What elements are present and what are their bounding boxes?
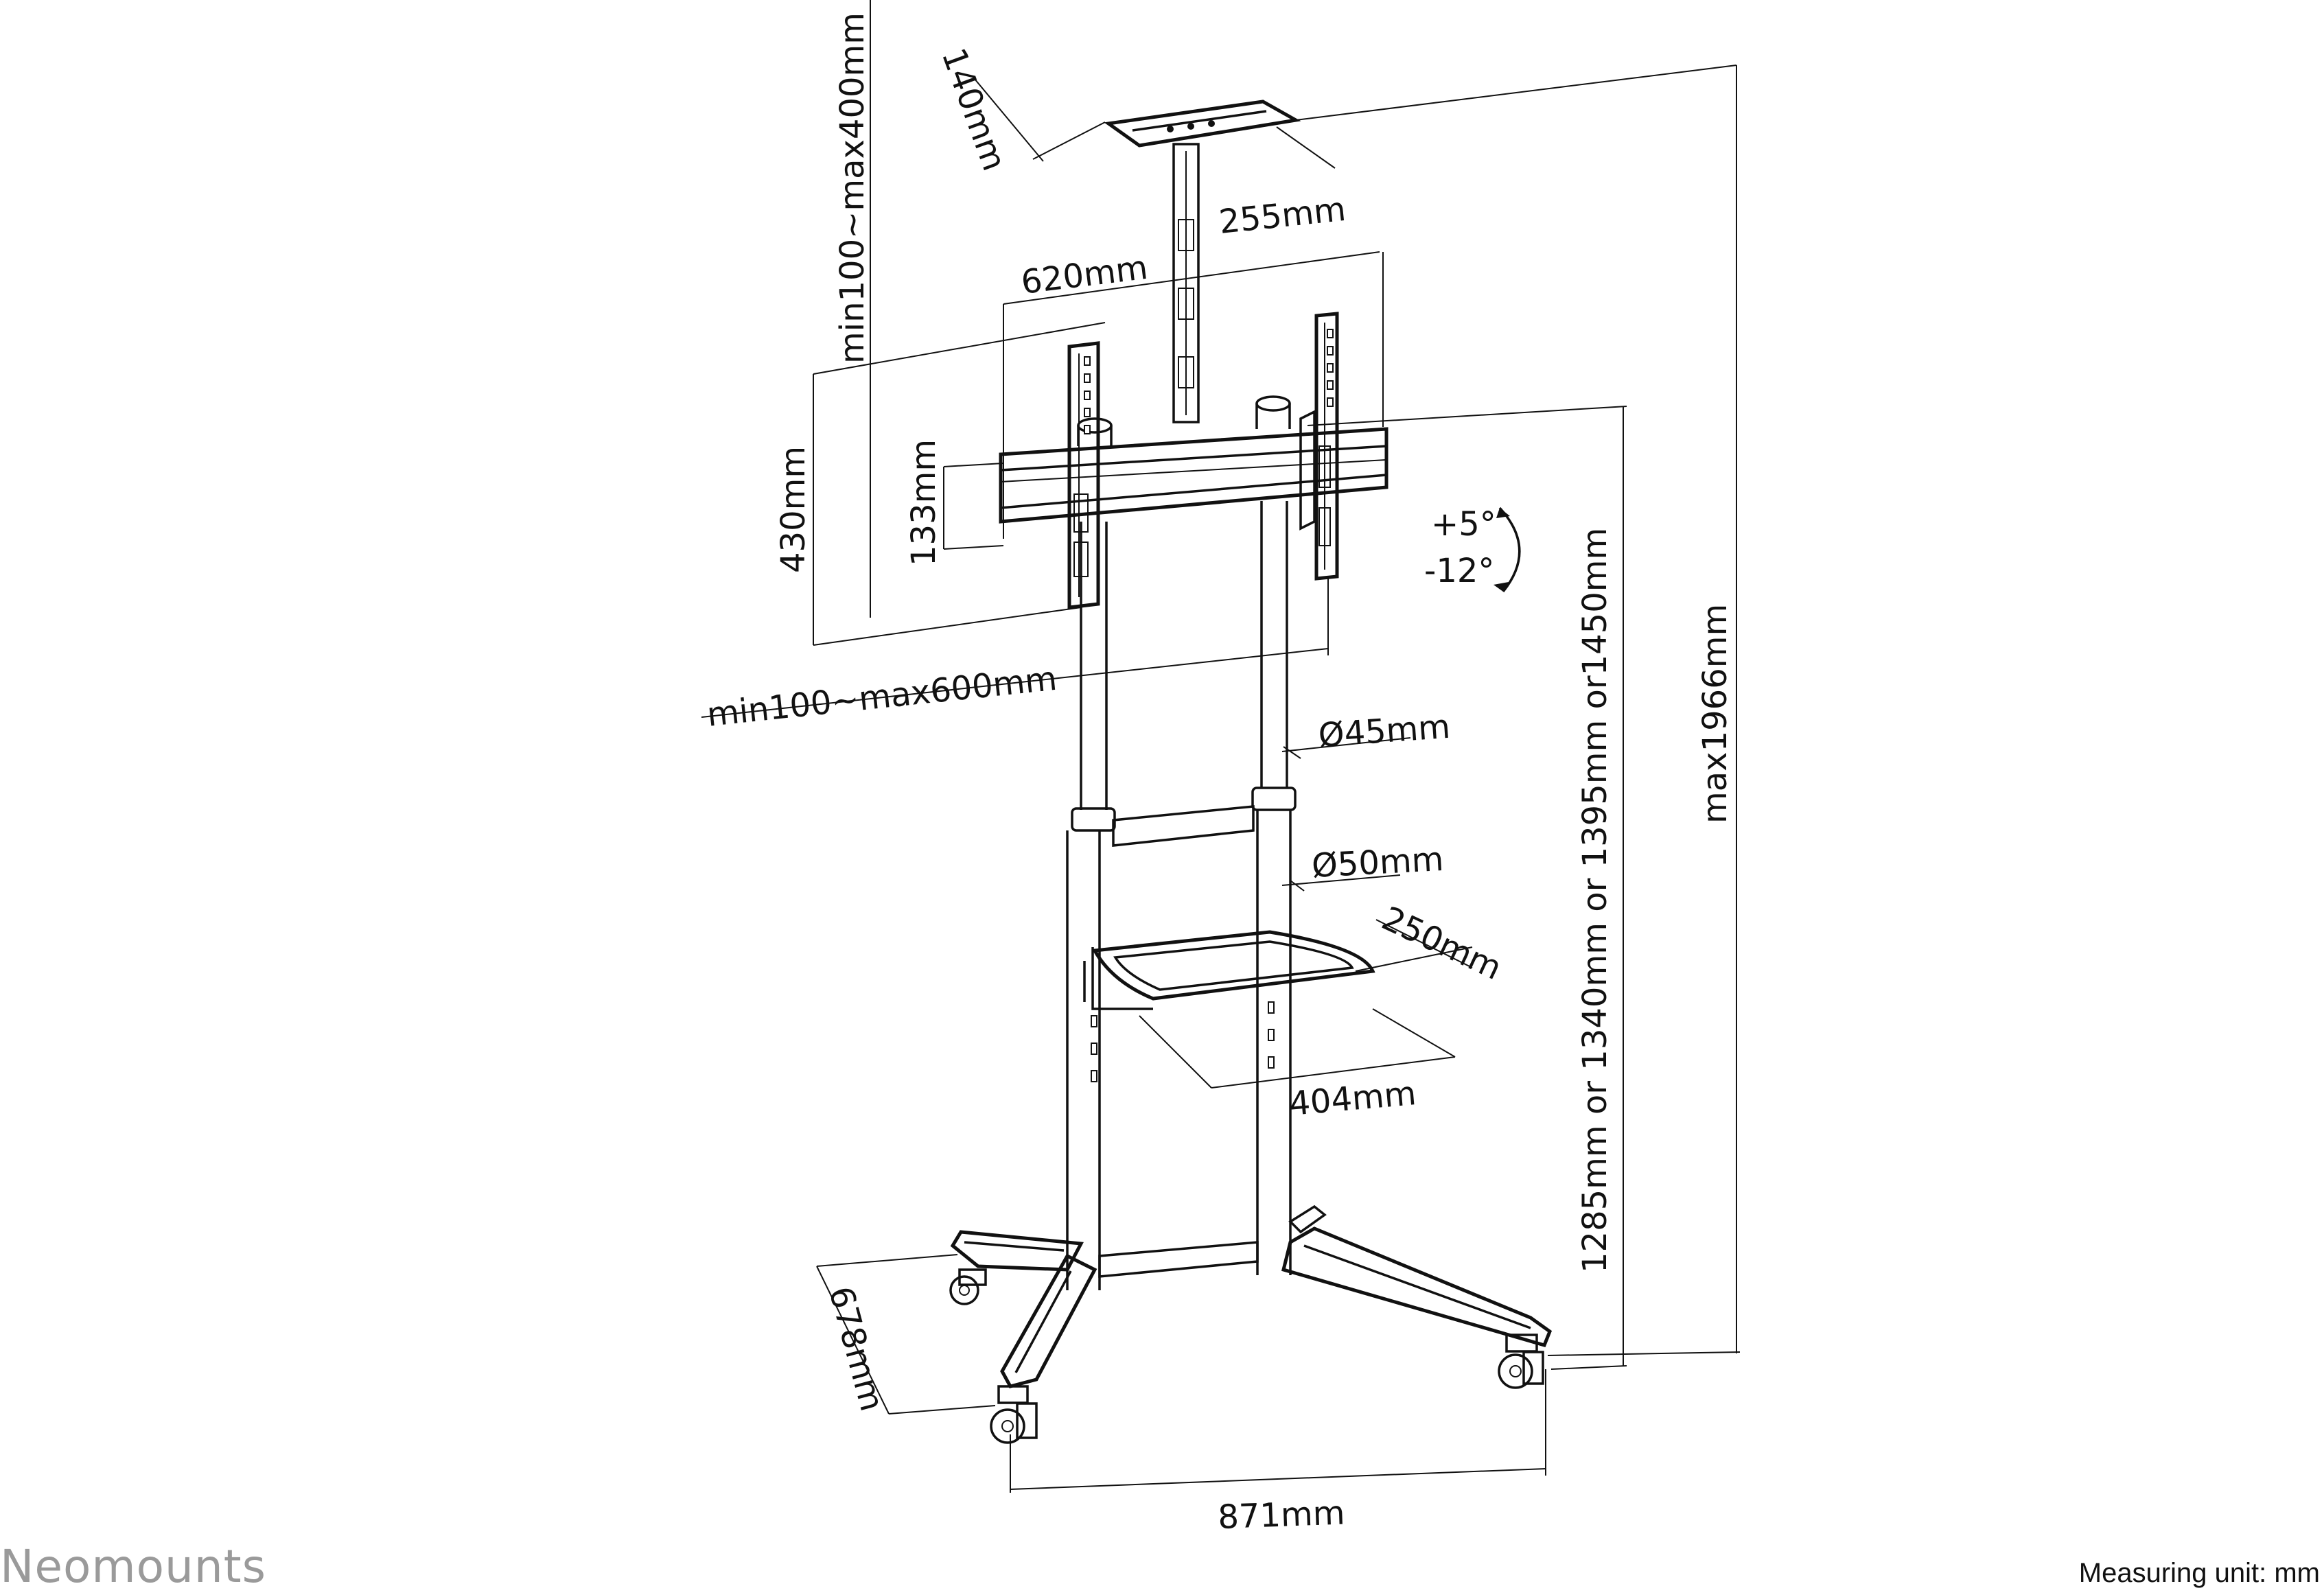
label-max-height: max1966mm: [1696, 604, 1734, 824]
base-legs: [950, 1204, 1553, 1388]
label-center-height: 1285mm or 1340mm or 1395mm or1450mm: [1576, 528, 1614, 1273]
label-shelf-top-width: 255mm: [1217, 190, 1347, 242]
poles: [1066, 501, 1297, 1290]
label-base-depth: 678mm: [821, 1283, 891, 1415]
label-tilt-down: -12°: [1424, 552, 1494, 590]
dimension-lines: [701, 0, 1741, 1493]
label-vesa-width: min100~max600mm: [705, 660, 1058, 734]
casters: [949, 1268, 1544, 1444]
label-camera-height: min100~max400mm: [833, 12, 872, 364]
tilt-arrow: [1494, 507, 1521, 593]
label-shelf-top-depth: 140mm: [934, 43, 1014, 176]
middle-shelf: [1083, 930, 1375, 1010]
label-pole-lower-diameter: Ø50mm: [1311, 840, 1445, 885]
dimension-labels: 140mm 255mm min100~max400mm 620mm 430mm …: [705, 12, 1734, 1537]
label-shelf-depth: 250mm: [1376, 899, 1507, 988]
camera-shelf: [1104, 100, 1301, 423]
label-shelf-width: 404mm: [1288, 1074, 1417, 1124]
label-bar-height: 133mm: [905, 439, 943, 566]
label-vesa-height: 430mm: [774, 446, 813, 573]
label-base-width: 871mm: [1217, 1494, 1345, 1537]
tv-bracket: [999, 312, 1388, 609]
brand-logo-text: Neomounts: [0, 1540, 266, 1593]
label-bracket-width: 620mm: [1019, 248, 1150, 302]
label-tilt-up: +5°: [1431, 505, 1496, 544]
measuring-unit-note: Measuring unit: mm: [2078, 1558, 2320, 1588]
label-pole-upper-diameter: Ø45mm: [1317, 708, 1452, 755]
